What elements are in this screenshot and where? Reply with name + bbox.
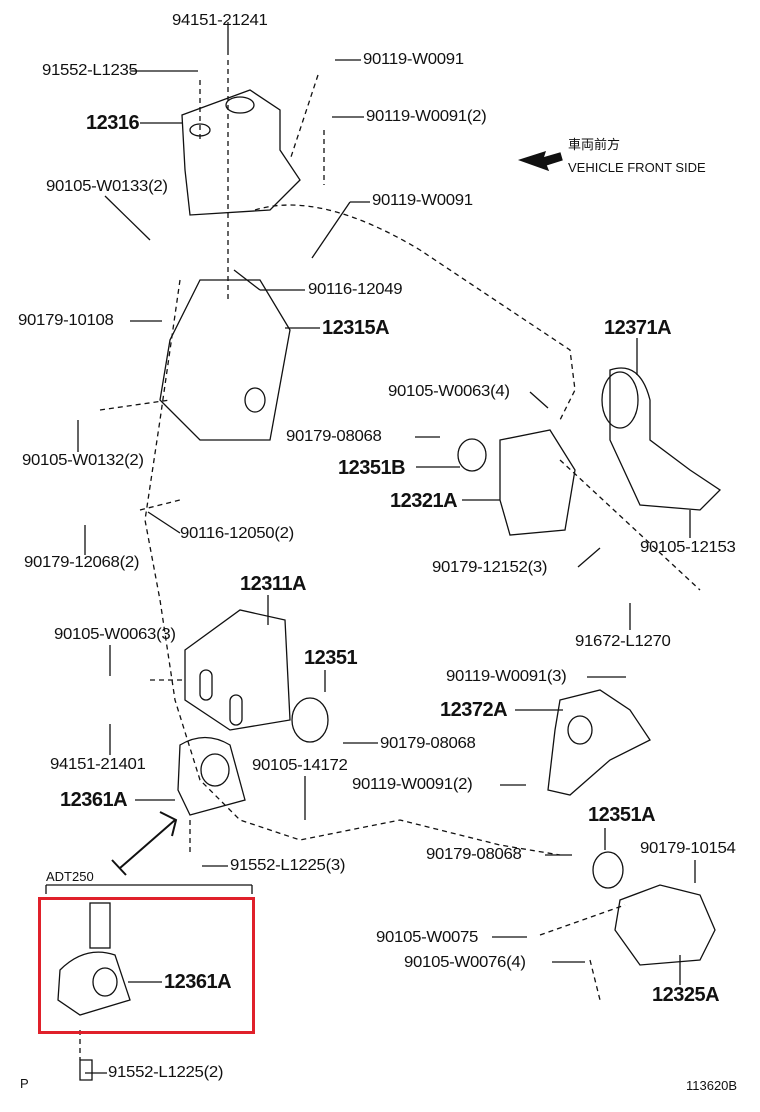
- part-label[interactable]: 94151-21241: [172, 12, 268, 29]
- part-label[interactable]: 12361A: [60, 789, 128, 811]
- variant-label: ADT250: [46, 869, 94, 884]
- part-label[interactable]: 90119-W0091(2): [352, 776, 473, 793]
- part-label[interactable]: 12311A: [240, 573, 306, 595]
- part-label[interactable]: 12372A: [440, 699, 508, 721]
- part-label[interactable]: 90105-W0132(2): [22, 452, 144, 469]
- part-label[interactable]: 12371A: [604, 317, 672, 339]
- part-label[interactable]: 12321A: [390, 490, 458, 512]
- diagram-id: 113620B: [686, 1078, 738, 1093]
- part-label[interactable]: 91552-L1225(2): [108, 1064, 224, 1081]
- part-label[interactable]: 90179-08068: [380, 735, 476, 752]
- part-label[interactable]: 90105-W0063(3): [54, 626, 176, 643]
- part-label[interactable]: 90105-W0075: [376, 929, 479, 946]
- part-label[interactable]: 12316: [86, 112, 140, 134]
- part-label[interactable]: 12325A: [652, 984, 720, 1006]
- part-label[interactable]: 90116-12050(2): [180, 525, 294, 542]
- part-label[interactable]: 90105-12153: [640, 539, 736, 556]
- part-label[interactable]: 90179-12152(3): [432, 559, 548, 576]
- leader-lines: [45, 22, 696, 1074]
- part-label[interactable]: 90105-W0133(2): [46, 178, 168, 195]
- part-label[interactable]: 90179-08068: [426, 846, 522, 863]
- part-label[interactable]: 90119-W0091: [363, 51, 464, 68]
- part-label[interactable]: 90179-12068(2): [24, 554, 140, 571]
- part-label[interactable]: 90119-W0091: [372, 192, 473, 209]
- part-label[interactable]: 90105-W0076(4): [404, 954, 526, 971]
- direction-label-jp: 車両前方: [568, 137, 621, 152]
- part-label[interactable]: 90105-14172: [252, 757, 348, 774]
- part-label[interactable]: 90179-10108: [18, 312, 114, 329]
- corner-label: P: [20, 1076, 29, 1091]
- part-label[interactable]: 12351A: [588, 804, 656, 826]
- part-label[interactable]: 91552-L1225(3): [230, 857, 346, 874]
- part-label[interactable]: 91672-L1270: [575, 633, 671, 650]
- part-label[interactable]: 12351B: [338, 457, 406, 479]
- part-label[interactable]: 90179-10154: [640, 840, 736, 857]
- part-label[interactable]: 90119-W0091(2): [366, 108, 487, 125]
- part-label[interactable]: 94151-21401: [50, 756, 146, 773]
- highlight-box: [38, 897, 255, 1034]
- part-label[interactable]: 91552-L1235: [42, 62, 138, 79]
- part-label[interactable]: 90116-12049: [308, 281, 403, 298]
- part-shapes: [57, 89, 722, 1081]
- part-label-highlighted[interactable]: 12361A: [164, 971, 232, 993]
- part-label[interactable]: 90179-08068: [286, 428, 382, 445]
- part-label[interactable]: 90119-W0091(3): [446, 668, 567, 685]
- part-label[interactable]: 90105-W0063(4): [388, 383, 510, 400]
- part-label[interactable]: 12351: [304, 647, 358, 669]
- direction-label-en: VEHICLE FRONT SIDE: [568, 160, 706, 175]
- part-label[interactable]: 12315A: [322, 317, 390, 339]
